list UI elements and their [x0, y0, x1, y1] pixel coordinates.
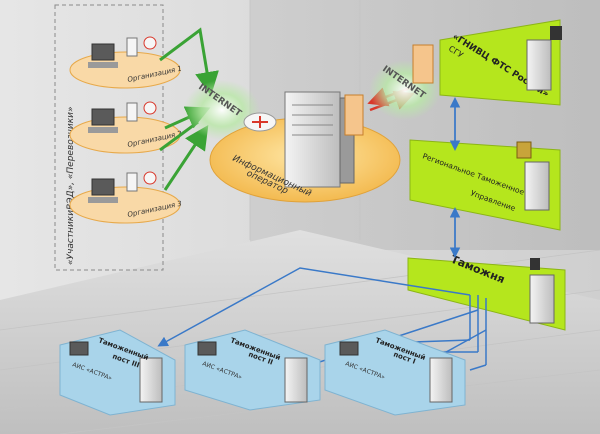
firewall-icon — [344, 94, 364, 136]
emblem-icon — [550, 26, 562, 40]
server-icon — [429, 357, 453, 403]
server-icon — [284, 357, 308, 403]
organization-3: Организация 3 — [69, 171, 182, 224]
customs-box: Таможня — [407, 253, 566, 331]
server-icon — [284, 91, 341, 188]
organization-2: Организация 2 — [69, 101, 183, 154]
customs-post-1: Таможенный пост I АИС «АСТРА» — [324, 329, 466, 416]
server-icon — [524, 161, 550, 211]
regional-office-box: Региональное Таможенное Управление — [409, 139, 561, 231]
internet-cloud-left — [184, 80, 260, 140]
information-operator: Информационный оператор — [209, 91, 401, 203]
server-icon — [139, 357, 163, 403]
router-icon — [143, 101, 157, 115]
keyboard-icon — [88, 127, 118, 133]
document-icon — [126, 102, 138, 122]
organization-1: Организация 1 — [69, 36, 182, 89]
computer-icon — [339, 341, 359, 356]
computer-icon — [91, 108, 115, 126]
computer-icon — [197, 341, 217, 356]
keyboard-icon — [88, 62, 118, 68]
server-icon — [529, 274, 555, 324]
server-icon — [526, 39, 552, 91]
document-icon — [126, 172, 138, 192]
computer-icon — [91, 43, 115, 61]
router-icon — [143, 171, 157, 185]
router-icon — [143, 36, 157, 50]
gnivc-box: СГУ «ГНИВЦ ФТС России» — [439, 19, 562, 106]
computer-icon — [69, 341, 89, 356]
customs-post-2: Таможенный пост II АИС «АСТРА» — [184, 329, 321, 411]
keyboard-icon — [88, 197, 118, 203]
computer-icon — [91, 178, 115, 196]
participants-label: «УчастникиВЭД», «Перевозчики» — [66, 106, 76, 265]
emblem-icon — [516, 141, 532, 159]
emblem-icon — [530, 258, 540, 270]
document-icon — [126, 37, 138, 57]
firewall-icon — [412, 44, 434, 84]
